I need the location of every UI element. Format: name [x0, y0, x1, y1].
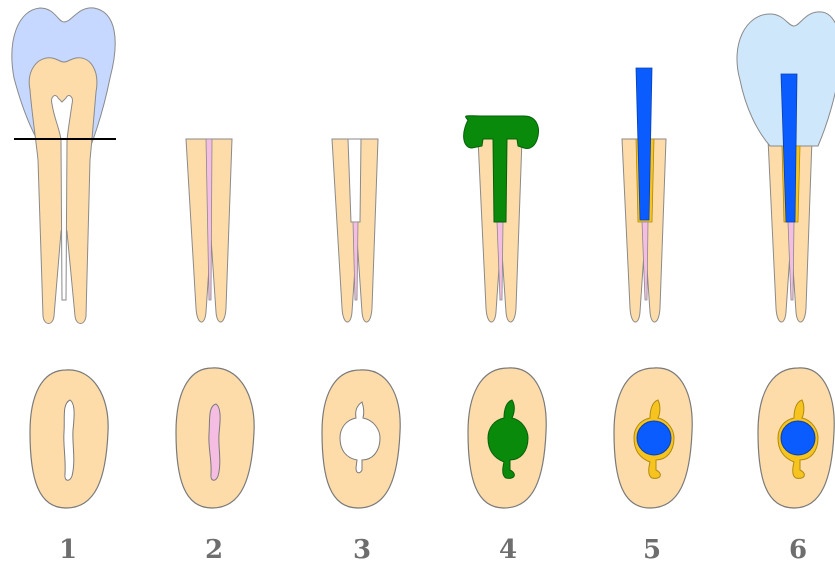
step-4-cross-section: [468, 368, 546, 508]
step-5-root: [622, 68, 666, 322]
step-6-cross-section: [758, 368, 834, 508]
step-1-section-canal: [64, 400, 74, 480]
step-4-root: [464, 116, 539, 322]
step-4-post-and-core: [464, 116, 539, 222]
step-1-tooth: [12, 8, 116, 324]
step-5-section-post-blue: [637, 421, 671, 455]
step-4-number: 4: [499, 535, 517, 565]
step-5-cross-section: [614, 368, 692, 508]
step-3-root: [332, 139, 378, 322]
step-3-cross-section: [322, 370, 400, 508]
step-6-tooth: [737, 12, 835, 322]
step-5-number: 5: [643, 535, 661, 565]
step-1-number: 1: [59, 535, 77, 565]
step-2-cross-section: [176, 368, 254, 508]
step-3-number: 3: [353, 535, 371, 565]
step-2-root: [186, 139, 232, 322]
step-2-number: 2: [205, 535, 223, 565]
step-1-cross-section: [30, 370, 108, 508]
step-6-section-post-blue: [781, 421, 815, 455]
step-6-number: 6: [789, 535, 807, 565]
